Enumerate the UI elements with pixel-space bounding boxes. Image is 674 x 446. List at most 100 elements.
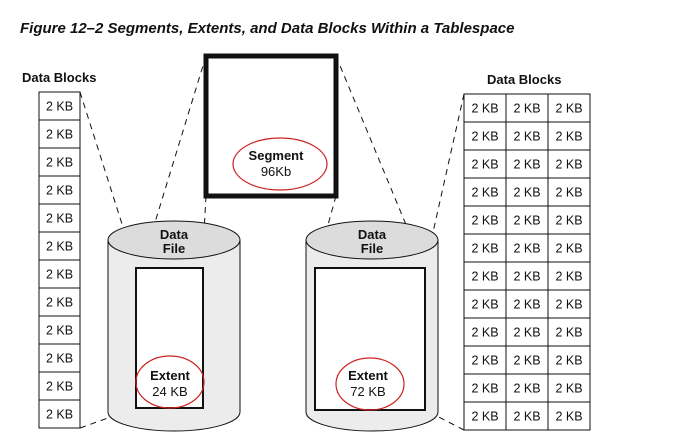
data-block-label: 2 KB [471, 410, 498, 424]
data-block-label: 2 KB [555, 186, 582, 200]
extent-left-size: 24 KB [152, 384, 187, 399]
right-data-block: 2 KB [463, 121, 507, 151]
data-block-label: 2 KB [46, 408, 73, 422]
left-data-block: 2 KB [38, 175, 81, 205]
data-block-label: 2 KB [555, 158, 582, 172]
right-data-block: 2 KB [505, 317, 549, 347]
data-block-label: 2 KB [46, 296, 73, 310]
data-block-label: 2 KB [513, 354, 540, 368]
right-data-block: 2 KB [505, 261, 549, 291]
data-block-label: 2 KB [46, 268, 73, 282]
data-block-label: 2 KB [46, 240, 73, 254]
data-block-label: 2 KB [555, 130, 582, 144]
right-blocks-header: Data Blocks [487, 72, 561, 87]
right-data-block: 2 KB [547, 345, 591, 375]
left-data-block: 2 KB [38, 315, 81, 345]
right-data-block: 2 KB [463, 205, 507, 235]
data-block-label: 2 KB [513, 410, 540, 424]
segment-size: 96Kb [261, 164, 291, 179]
data-block-label: 2 KB [46, 128, 73, 142]
left-data-block: 2 KB [38, 287, 81, 317]
data-block-label: 2 KB [471, 270, 498, 284]
extent-right-label: Extent [348, 368, 388, 383]
data-block-label: 2 KB [46, 212, 73, 226]
data-block-label: 2 KB [46, 352, 73, 366]
datafile-left-label-1: Data [160, 227, 189, 242]
right-data-block: 2 KB [547, 205, 591, 235]
right-data-block: 2 KB [505, 205, 549, 235]
segment-box: Segment 96Kb [203, 53, 339, 199]
data-block-label: 2 KB [471, 242, 498, 256]
left-data-block: 2 KB [38, 371, 81, 401]
data-block-label: 2 KB [46, 156, 73, 170]
right-data-block: 2 KB [505, 345, 549, 375]
left-data-block: 2 KB [38, 231, 81, 261]
data-block-label: 2 KB [555, 354, 582, 368]
right-data-block: 2 KB [463, 289, 507, 319]
data-block-label: 2 KB [513, 242, 540, 256]
data-block-label: 2 KB [46, 184, 73, 198]
datafile-right-cylinder: Data File Extent 72 KB [305, 220, 439, 432]
datafile-left-cylinder: Data File Extent 24 KB [107, 220, 241, 432]
data-block-label: 2 KB [471, 158, 498, 172]
data-block-label: 2 KB [513, 158, 540, 172]
left-data-block: 2 KB [38, 259, 81, 289]
right-data-block: 2 KB [547, 233, 591, 263]
data-block-label: 2 KB [471, 102, 498, 116]
right-data-block: 2 KB [463, 345, 507, 375]
data-block-label: 2 KB [513, 102, 540, 116]
data-block-label: 2 KB [513, 214, 540, 228]
right-data-block: 2 KB [463, 233, 507, 263]
data-block-label: 2 KB [513, 130, 540, 144]
segment-highlight [232, 137, 328, 191]
right-data-block: 2 KB [547, 289, 591, 319]
data-block-label: 2 KB [46, 324, 73, 338]
left-data-block: 2 KB [38, 343, 81, 373]
right-data-block: 2 KB [505, 289, 549, 319]
data-block-label: 2 KB [555, 242, 582, 256]
right-data-block: 2 KB [505, 93, 549, 123]
right-data-block: 2 KB [547, 261, 591, 291]
right-data-block: 2 KB [505, 121, 549, 151]
right-data-block: 2 KB [463, 401, 507, 431]
extent-left-label: Extent [150, 368, 190, 383]
left-data-block: 2 KB [38, 147, 81, 177]
data-block-label: 2 KB [46, 380, 73, 394]
data-block-label: 2 KB [555, 410, 582, 424]
right-data-block: 2 KB [505, 373, 549, 403]
right-data-block: 2 KB [547, 317, 591, 347]
data-block-label: 2 KB [555, 214, 582, 228]
right-data-block: 2 KB [463, 261, 507, 291]
right-data-block: 2 KB [463, 373, 507, 403]
extent-left-highlight [135, 355, 205, 409]
datafile-right-label-2: File [361, 241, 383, 256]
data-block-label: 2 KB [46, 100, 73, 114]
right-data-block: 2 KB [547, 149, 591, 179]
left-blocks-header: Data Blocks [22, 70, 96, 85]
connector-segment-left-1 [140, 55, 207, 269]
right-data-block: 2 KB [505, 401, 549, 431]
data-block-label: 2 KB [513, 382, 540, 396]
data-block-label: 2 KB [471, 298, 498, 312]
data-block-label: 2 KB [471, 214, 498, 228]
data-block-label: 2 KB [513, 298, 540, 312]
data-block-label: 2 KB [555, 270, 582, 284]
extent-right-box [314, 267, 426, 411]
left-data-block: 2 KB [38, 203, 81, 233]
right-data-block: 2 KB [505, 233, 549, 263]
data-block-label: 2 KB [555, 382, 582, 396]
right-data-block: 2 KB [463, 149, 507, 179]
left-data-blocks-column: 2 KB 2 KB 2 KB 2 KB 2 KB 2 KB 2 KB 2 KB 2 KB 2 KB… [38, 91, 81, 429]
right-data-block: 2 KB [547, 93, 591, 123]
segment-label: Segment [249, 148, 305, 163]
right-data-block: 2 KB [463, 177, 507, 207]
data-block-label: 2 KB [513, 270, 540, 284]
left-data-block: 2 KB [38, 399, 81, 429]
figure-title: Figure 12–2 Segments, Extents, and Data … [20, 20, 514, 37]
left-data-block: 2 KB [38, 91, 81, 121]
data-block-label: 2 KB [471, 354, 498, 368]
left-data-block: 2 KB [38, 119, 81, 149]
